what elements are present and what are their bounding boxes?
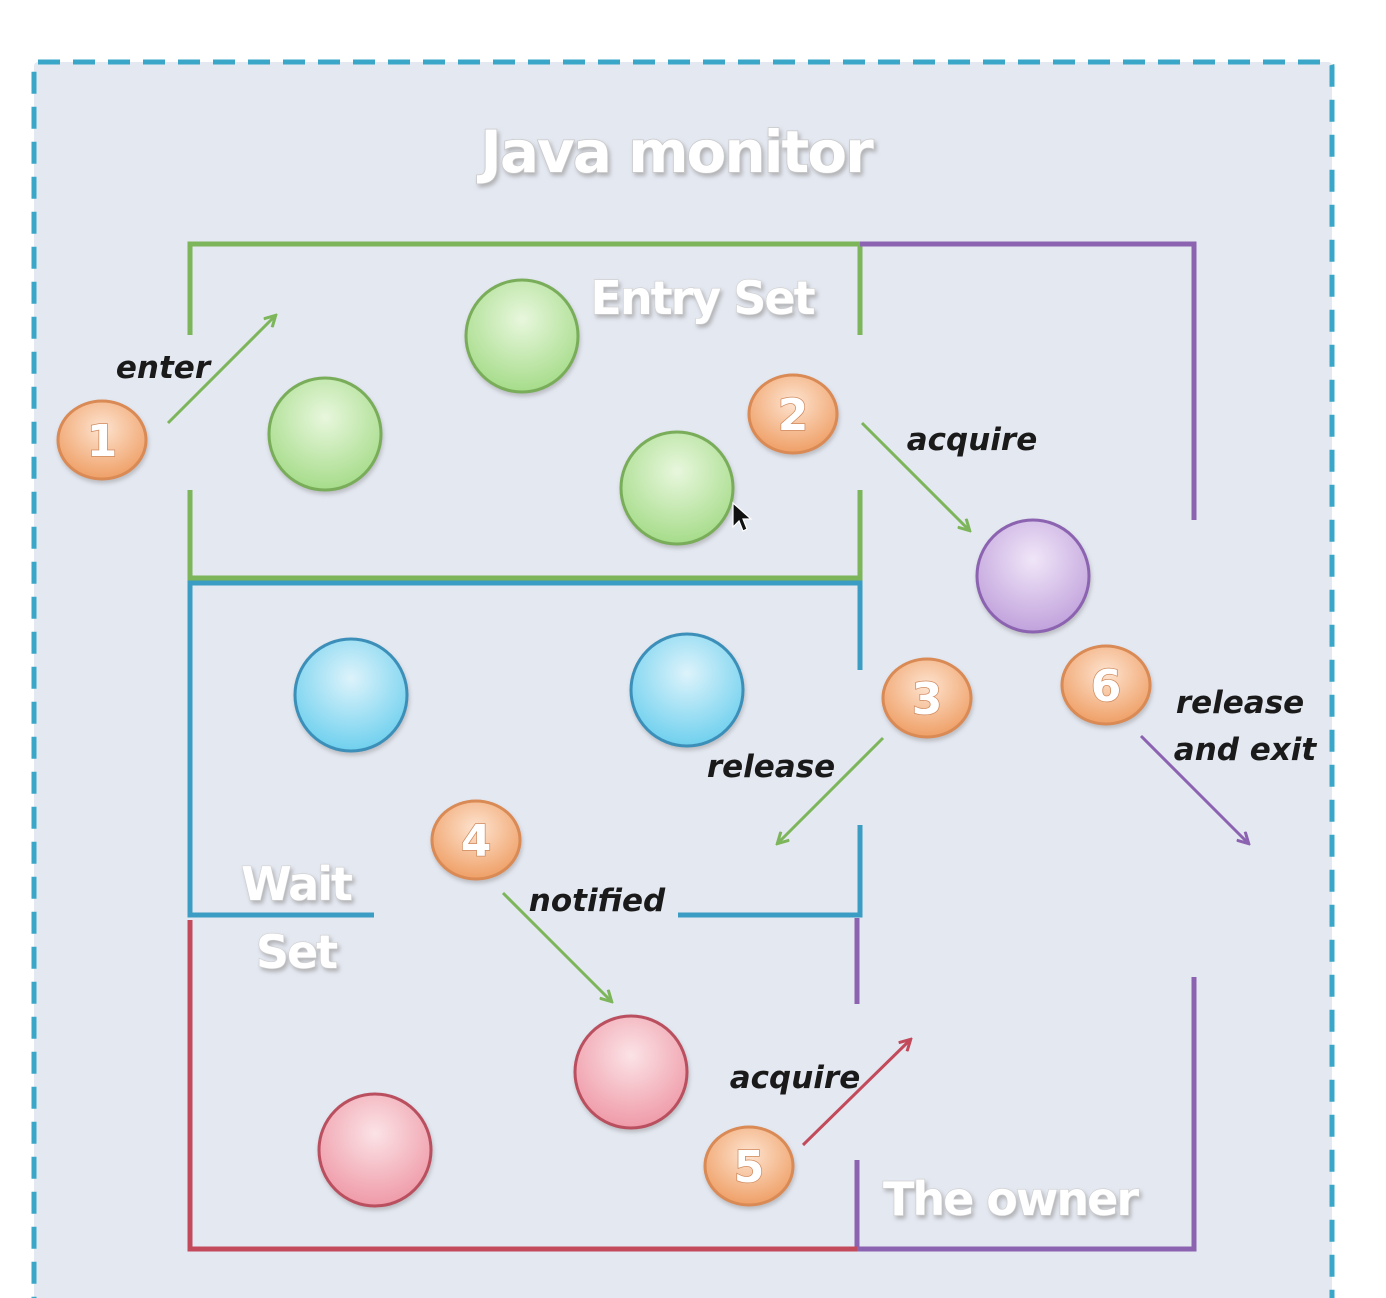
notified-label: notified (529, 883, 666, 919)
owner-region (854, 241, 1197, 1252)
wait-set-region (187, 580, 863, 918)
acquire-arrow-1 (860, 421, 969, 530)
wait-thread-2 (629, 632, 745, 748)
notified-arrow (501, 891, 611, 1001)
release-exit-label-line1: release (1176, 685, 1304, 721)
entry-set-region (187, 241, 863, 581)
step-number-6: 6 (1091, 661, 1122, 712)
step-number-5: 5 (734, 1142, 765, 1193)
step-number-2: 2 (778, 390, 809, 441)
step-number-3: 3 (912, 674, 943, 725)
acquire-label-1: acquire (907, 422, 1038, 458)
step-badge-6: 6 (1060, 644, 1152, 726)
release-exit-arrow (1139, 734, 1248, 843)
lower-region (187, 920, 857, 1252)
step-badge-4: 4 (430, 799, 522, 881)
step-number-4: 4 (461, 816, 492, 867)
wait-set-label-line1: Wait (241, 857, 352, 911)
enter-label: enter (116, 350, 212, 386)
mouse-cursor-icon (732, 501, 753, 532)
step-badge-5: 5 (703, 1125, 795, 1207)
wait-thread-1 (293, 637, 409, 753)
owner-label: The owner (883, 1172, 1139, 1226)
acquire-label-2: acquire (730, 1060, 861, 1096)
entry-thread-2 (267, 376, 383, 492)
step-badge-1: 1 (56, 399, 148, 481)
release-exit-label-line2: and exit (1174, 732, 1318, 768)
notified-thread-1 (573, 1014, 689, 1130)
owner-thread (975, 518, 1091, 634)
step-number-1: 1 (87, 416, 118, 467)
entry-set-label: Entry Set (590, 271, 814, 325)
diagram-title: Java monitor (476, 118, 874, 186)
entry-thread-1 (464, 278, 580, 394)
wait-set-label-line2: Set (256, 925, 337, 979)
acquire-arrow-2 (801, 1040, 910, 1147)
entry-thread-3 (619, 430, 735, 546)
enter-arrow (166, 316, 275, 425)
step-badge-3: 3 (881, 657, 973, 739)
release-label: release (707, 749, 835, 785)
step-badge-2: 2 (747, 373, 839, 455)
release-arrow (778, 736, 885, 843)
notified-thread-2 (317, 1092, 433, 1208)
